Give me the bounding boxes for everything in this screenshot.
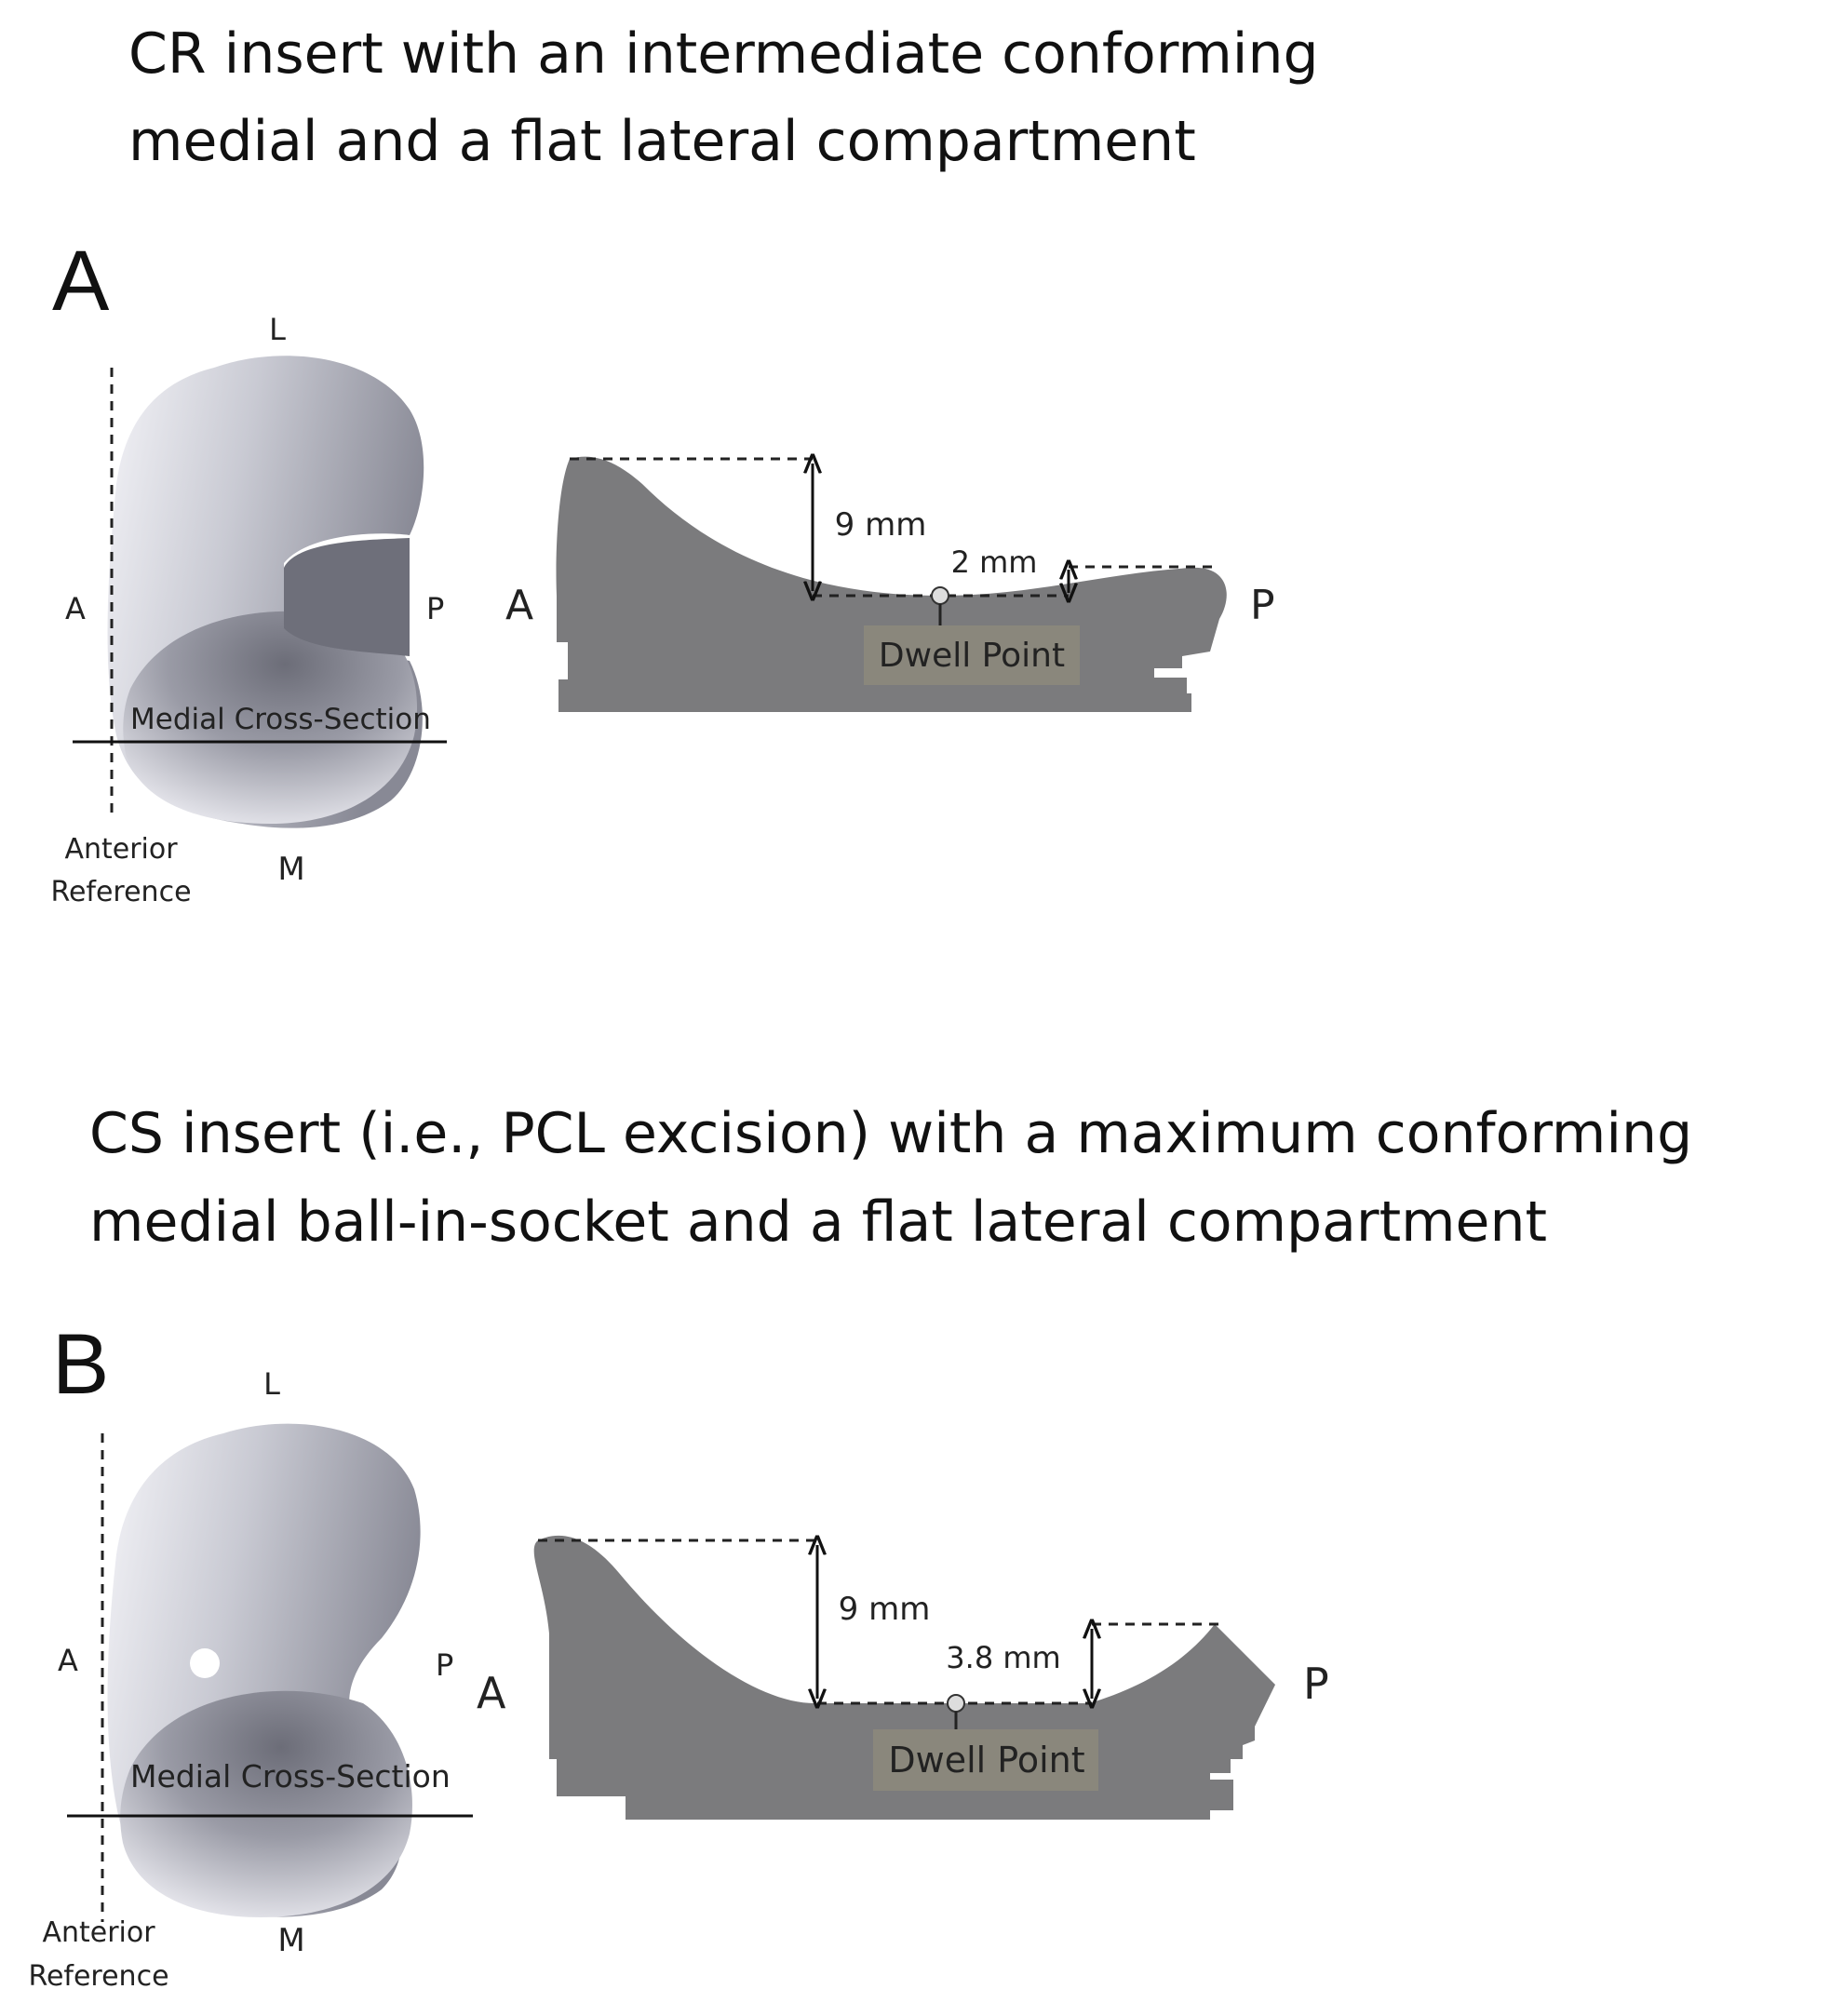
panel-b-dwell-point-marker: [947, 1694, 965, 1713]
panel-b-letter: B: [52, 1317, 109, 1412]
panel-a: CR insert with an intermediate conformin…: [50, 21, 1318, 908]
panel-a-letter: A: [52, 234, 110, 329]
panel-a-reference-label-line2: Reference: [50, 876, 191, 908]
panel-b: CS insert (i.e., PCL excision) with a ma…: [28, 1101, 1692, 1993]
panel-a-dwell-label: Dwell Point: [879, 637, 1065, 675]
panel-a-cross-section: Dwell Point 9 mm 2 mm A P: [505, 457, 1275, 712]
panel-b-title-line1: CS insert (i.e., PCL excision) with a ma…: [89, 1101, 1692, 1166]
panel-a-dwell-point-marker: [931, 586, 949, 605]
panel-b-post-hole: [190, 1648, 220, 1678]
panel-b-medial-label: M: [277, 1922, 304, 1959]
panel-a-section-posterior-label: P: [1250, 582, 1275, 629]
panel-b-anterior-label: A: [58, 1643, 78, 1678]
panel-b-reference-label-line1: Anterior: [42, 1916, 155, 1949]
panel-a-medial-label: M: [277, 851, 304, 888]
panel-b-cross-section-label: Medial Cross-Section: [130, 1758, 451, 1794]
panel-a-medial-bowl: [123, 611, 417, 824]
panel-a-reference-label-line1: Anterior: [64, 833, 178, 866]
panel-b-section-posterior-label: P: [1303, 1659, 1329, 1709]
panel-b-title-line2: medial ball-in-socket and a flat lateral…: [89, 1189, 1547, 1255]
panel-b-depth-posterior-label: 3.8 mm: [946, 1640, 1060, 1675]
panel-a-top-view: L M A P Medial Cross-Section Anterior Re…: [50, 312, 447, 908]
panel-b-section-anterior-label: A: [477, 1668, 506, 1718]
panel-b-dwell-label: Dwell Point: [888, 1740, 1084, 1781]
panel-a-depth-posterior-label: 2 mm: [951, 544, 1038, 580]
panel-a-notch: [284, 538, 410, 656]
panel-b-posterior-label: P: [436, 1647, 453, 1683]
panel-b-depth-anterior-label: 9 mm: [839, 1591, 931, 1628]
panel-a-lateral-label: L: [269, 312, 286, 347]
panel-b-cross-section: Dwell Point 9 mm 3.8 mm A P: [477, 1536, 1329, 1820]
panel-a-depth-anterior-label: 9 mm: [835, 506, 927, 544]
panel-a-title-line2: medial and a flat lateral compartment: [128, 109, 1196, 174]
panel-b-lateral-label: L: [263, 1366, 280, 1402]
panel-b-medial-bowl: [120, 1690, 412, 1917]
panel-b-dwell-label-box: [873, 1729, 1098, 1791]
panel-a-posterior-label: P: [426, 591, 444, 626]
panel-a-dwell-label-box: [864, 625, 1080, 685]
panel-a-cross-section-label: Medial Cross-Section: [130, 703, 431, 736]
panel-a-title-line1: CR insert with an intermediate conformin…: [128, 21, 1319, 87]
panel-a-section-anterior-label: A: [505, 582, 533, 629]
panel-a-anterior-label: A: [65, 591, 86, 626]
panel-b-top-view: L M A P Medial Cross-Section Anterior Re…: [28, 1366, 473, 1993]
panel-b-reference-label-line2: Reference: [28, 1960, 168, 1993]
